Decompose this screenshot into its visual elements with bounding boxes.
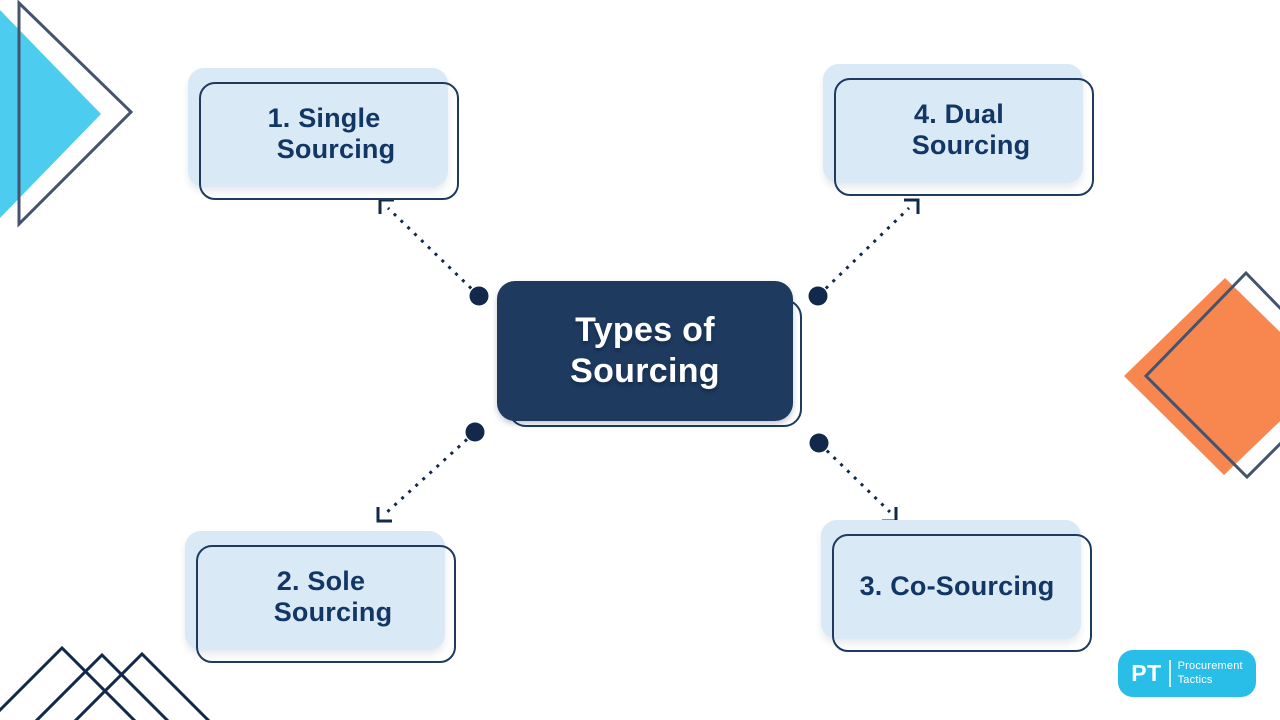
connector-arrow-co — [818, 442, 898, 523]
center-title: Types of Sourcing — [570, 310, 720, 392]
node-single-sourcing: 1. Single Sourcing — [188, 68, 462, 202]
node-label-line1: 3. Co-Sourcing — [859, 570, 1055, 601]
logo-name-line2: Tactics — [1177, 673, 1213, 686]
logo-divider — [1168, 660, 1171, 687]
node-dual-sourcing: 4. Dual Sourcing — [823, 64, 1097, 198]
connector-arrow-dual — [817, 198, 920, 297]
node-outline — [199, 82, 459, 200]
node-fill — [821, 520, 1081, 639]
node-outline — [834, 78, 1094, 196]
node-label: 3. Co-Sourcing — [821, 520, 1093, 652]
node-outline — [196, 545, 456, 663]
center-node-fill: Types of Sourcing — [497, 281, 793, 421]
connector-arrow-single — [378, 198, 480, 297]
center-title-line2: Sourcing — [570, 352, 720, 390]
connector-dots — [465, 286, 829, 453]
node-label-line1: 1. Single — [267, 103, 381, 133]
connector-arrow-sole — [376, 431, 476, 523]
node-fill — [188, 68, 448, 187]
node-label-line2: Sourcing — [273, 597, 393, 627]
node-label: 2. Sole Sourcing — [185, 531, 457, 663]
procurement-tactics-logo: PT Procurement Tactics — [1118, 650, 1256, 697]
node-label: 4. Dual Sourcing — [823, 64, 1095, 196]
node-outline — [832, 534, 1092, 652]
node-co-sourcing: 3. Co-Sourcing — [821, 520, 1095, 654]
node-sole-sourcing: 2. Sole Sourcing — [185, 531, 459, 665]
node-fill — [823, 64, 1083, 183]
logo-name: Procurement Tactics — [1178, 660, 1243, 687]
logo-initials: PT — [1131, 660, 1162, 686]
node-label: 1. Single Sourcing — [188, 68, 460, 200]
node-label-line2: Sourcing — [276, 134, 396, 164]
center-node-types-of-sourcing: Types of Sourcing — [497, 281, 809, 433]
center-title-line1: Types of — [575, 311, 715, 349]
node-label-line1: 2. Sole — [276, 566, 366, 596]
node-fill — [185, 531, 445, 650]
node-label-line1: 4. Dual — [914, 99, 1004, 129]
node-label-line2: Sourcing — [911, 130, 1031, 160]
logo-name-line1: Procurement — [1177, 660, 1243, 672]
